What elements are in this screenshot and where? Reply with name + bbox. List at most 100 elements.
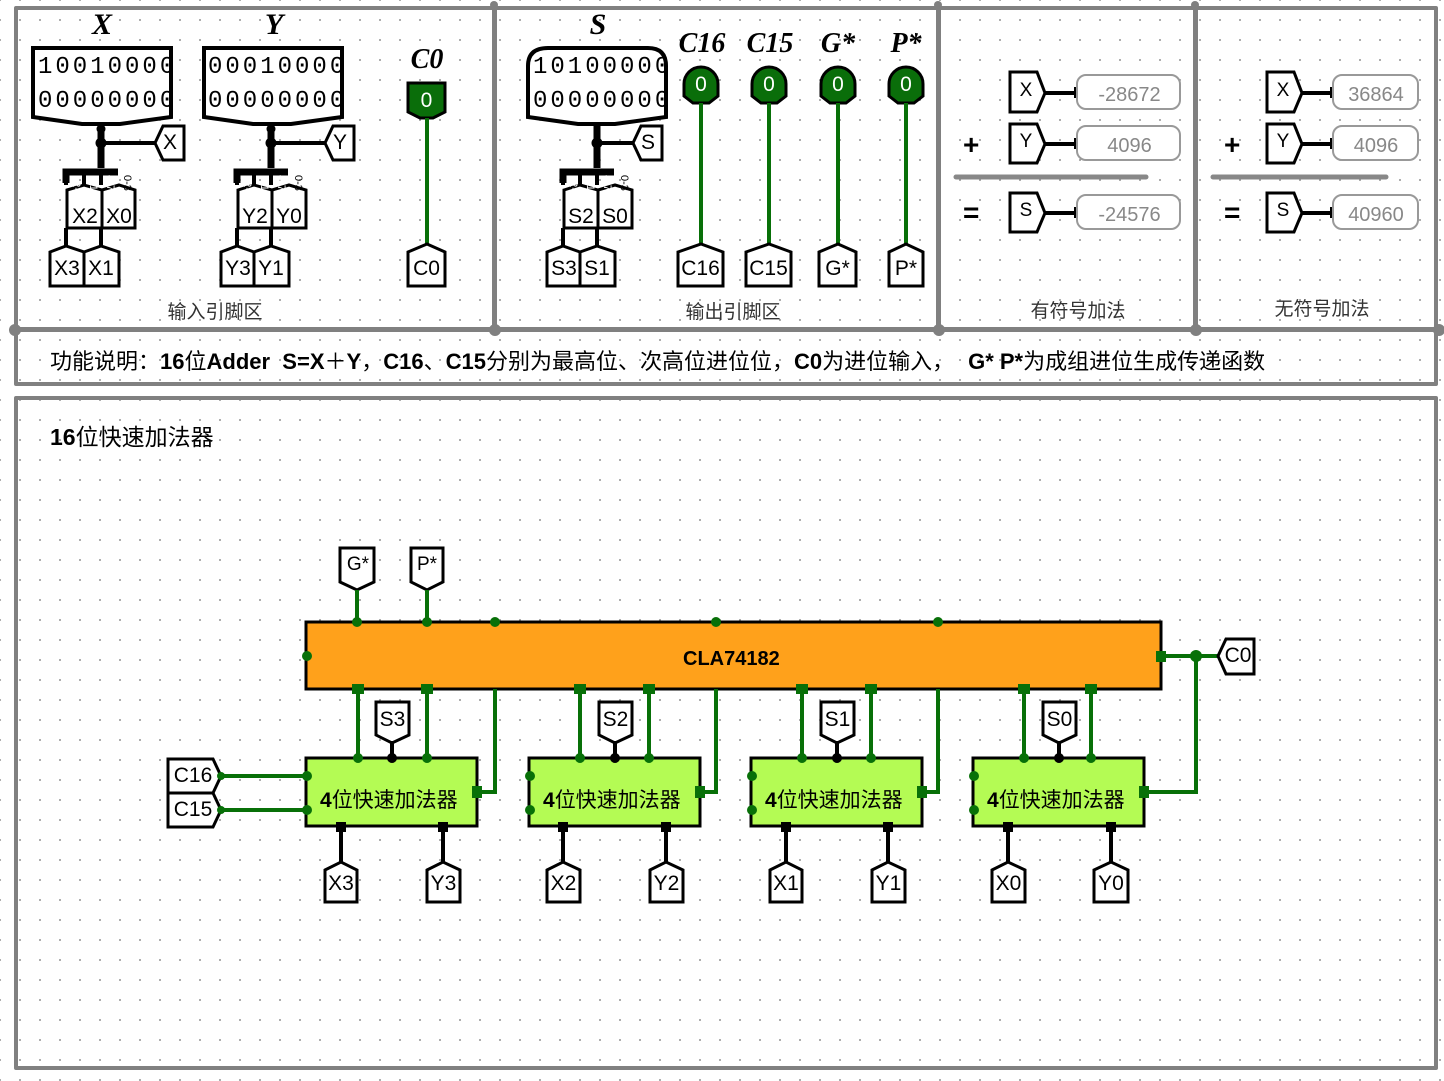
cla74182-block[interactable] (304, 620, 1163, 691)
desc-b6: C0 (793, 349, 823, 374)
desc-t4: 、 (423, 350, 446, 375)
unsigned-graphics (1210, 70, 1419, 234)
unsigned-x-probe: 36864 (1348, 84, 1404, 106)
x0-label: X0 (106, 205, 132, 228)
top-divider (14, 327, 1438, 332)
adder-y-label: Y2 (653, 872, 680, 895)
signed-plus: + (963, 129, 980, 160)
s-title: S (589, 8, 607, 41)
p-title: P* (890, 28, 922, 59)
adder-label-rest: 位快速加法器 (998, 788, 1125, 812)
adder-label: 4位快速加法器 (543, 784, 681, 814)
circuit-c15-label: C15 (173, 798, 213, 821)
x3-label: X3 (54, 257, 80, 280)
cla-bottom-pins (352, 650, 1202, 694)
desc-prefix: 功能说明： (50, 350, 161, 375)
circuit-c16-label: C16 (173, 764, 213, 787)
s0-label: S0 (602, 205, 628, 228)
x-input-pin[interactable] (31, 46, 173, 126)
y1-label: Y1 (258, 257, 284, 280)
divider-knob (9, 324, 21, 336)
splitter-bit-label: 0-3 (121, 175, 133, 191)
desc-b1: 16 (160, 349, 185, 374)
zone-divider-1 (492, 6, 497, 331)
cla-label: CLA74182 (683, 648, 780, 670)
signed-equals: = (963, 197, 980, 228)
x-bits-low: 00000000 (38, 88, 178, 115)
unsigned-y-probe: 4096 (1353, 135, 1399, 157)
g-value: 0 (832, 73, 844, 96)
adder-label: 4位快速加法器 (320, 784, 458, 814)
signed-x-probe: -28672 (1098, 84, 1161, 106)
led-c15 (744, 65, 793, 288)
sum-tunnels (374, 700, 1078, 763)
signed-y-probe: 4096 (1107, 135, 1152, 157)
divider-knob (1433, 324, 1444, 336)
y2-label: Y2 (242, 205, 268, 228)
unsigned-s-probe: 40960 (1348, 204, 1404, 226)
c0-value[interactable]: 0 (420, 89, 433, 112)
y-tunnel-label: Y (332, 131, 347, 154)
c16-value: 0 (695, 73, 707, 96)
unsigned-zone-caption: 无符号加法 (1274, 298, 1370, 320)
input-zone-caption: 输入引脚区 (167, 301, 263, 323)
desc-b3: Y (346, 349, 362, 374)
c15-value: 0 (763, 73, 775, 96)
s2-label: S2 (568, 205, 594, 228)
adder-y-label: Y3 (430, 872, 457, 895)
c15-tunnel-label: C15 (749, 257, 788, 280)
circuit-title-bold: 16 (50, 424, 76, 450)
c0-tunnel-label: C0 (413, 257, 440, 280)
s3-label: S3 (551, 257, 577, 280)
y-input-pin[interactable] (202, 46, 344, 126)
y-title: Y (264, 8, 284, 41)
y0-label: Y0 (276, 205, 302, 228)
led-p (887, 65, 925, 288)
adder-sum-label: S1 (824, 708, 851, 731)
unsigned-plus: + (1224, 129, 1241, 160)
x1-label: X1 (88, 257, 114, 280)
x2-label: X2 (72, 205, 98, 228)
adder-label-rest: 位快速加法器 (776, 788, 903, 812)
divider-knob (1190, 324, 1202, 336)
splitter-bit-label: 4-7 (104, 175, 116, 191)
x-tunnel-label: X (162, 131, 177, 154)
desc-t3: ， (361, 350, 384, 375)
c16-tunnel-label: C16 (681, 257, 720, 280)
unsigned-equals: = (1224, 197, 1241, 228)
circuit-c0-label: C0 (1224, 644, 1252, 667)
adder-x-label: X3 (328, 872, 354, 895)
circuit-g-tunnel-label: G* (346, 554, 370, 575)
adder-sum-label: S2 (602, 708, 629, 731)
adder-label: 4位快速加法器 (765, 784, 903, 814)
c0-input-pin[interactable] (406, 81, 447, 120)
desc-t2: ＋ (324, 350, 347, 375)
desc-b7: G* P* (968, 349, 1024, 374)
cla-pins (302, 617, 943, 661)
circuit-c0-tunnel (1216, 637, 1256, 676)
carry-tunnels (166, 757, 223, 829)
x-split-tunnels (48, 183, 137, 288)
s-split-tunnels (545, 183, 634, 288)
c0-title: C0 (410, 44, 444, 75)
p-value: 0 (900, 73, 912, 96)
led-g (817, 65, 858, 288)
divider-knob (1191, 1, 1199, 9)
splitter-bit-label: 0-3 (292, 175, 304, 191)
signed-graphics (953, 70, 1181, 234)
splitter-bit-label: 8-11 (258, 175, 270, 197)
splitter-bit-label: 8-11 (87, 175, 99, 197)
s-bits-low: 00000000 (533, 88, 673, 115)
c0-tunnel (406, 242, 447, 288)
divider-knob (933, 324, 945, 336)
signed-zone-caption: 有符号加法 (1030, 300, 1126, 322)
desc-b2: Adder S=X (206, 349, 325, 374)
g-tunnel-label: G* (825, 257, 850, 280)
adder-y-label: Y0 (1098, 872, 1124, 895)
y-splitter (233, 124, 325, 248)
circuit-p-tunnel-label: P* (416, 554, 438, 575)
desc-t1: 位 (184, 350, 207, 375)
zone-divider-3 (1193, 6, 1198, 331)
x-splitter (62, 124, 155, 248)
